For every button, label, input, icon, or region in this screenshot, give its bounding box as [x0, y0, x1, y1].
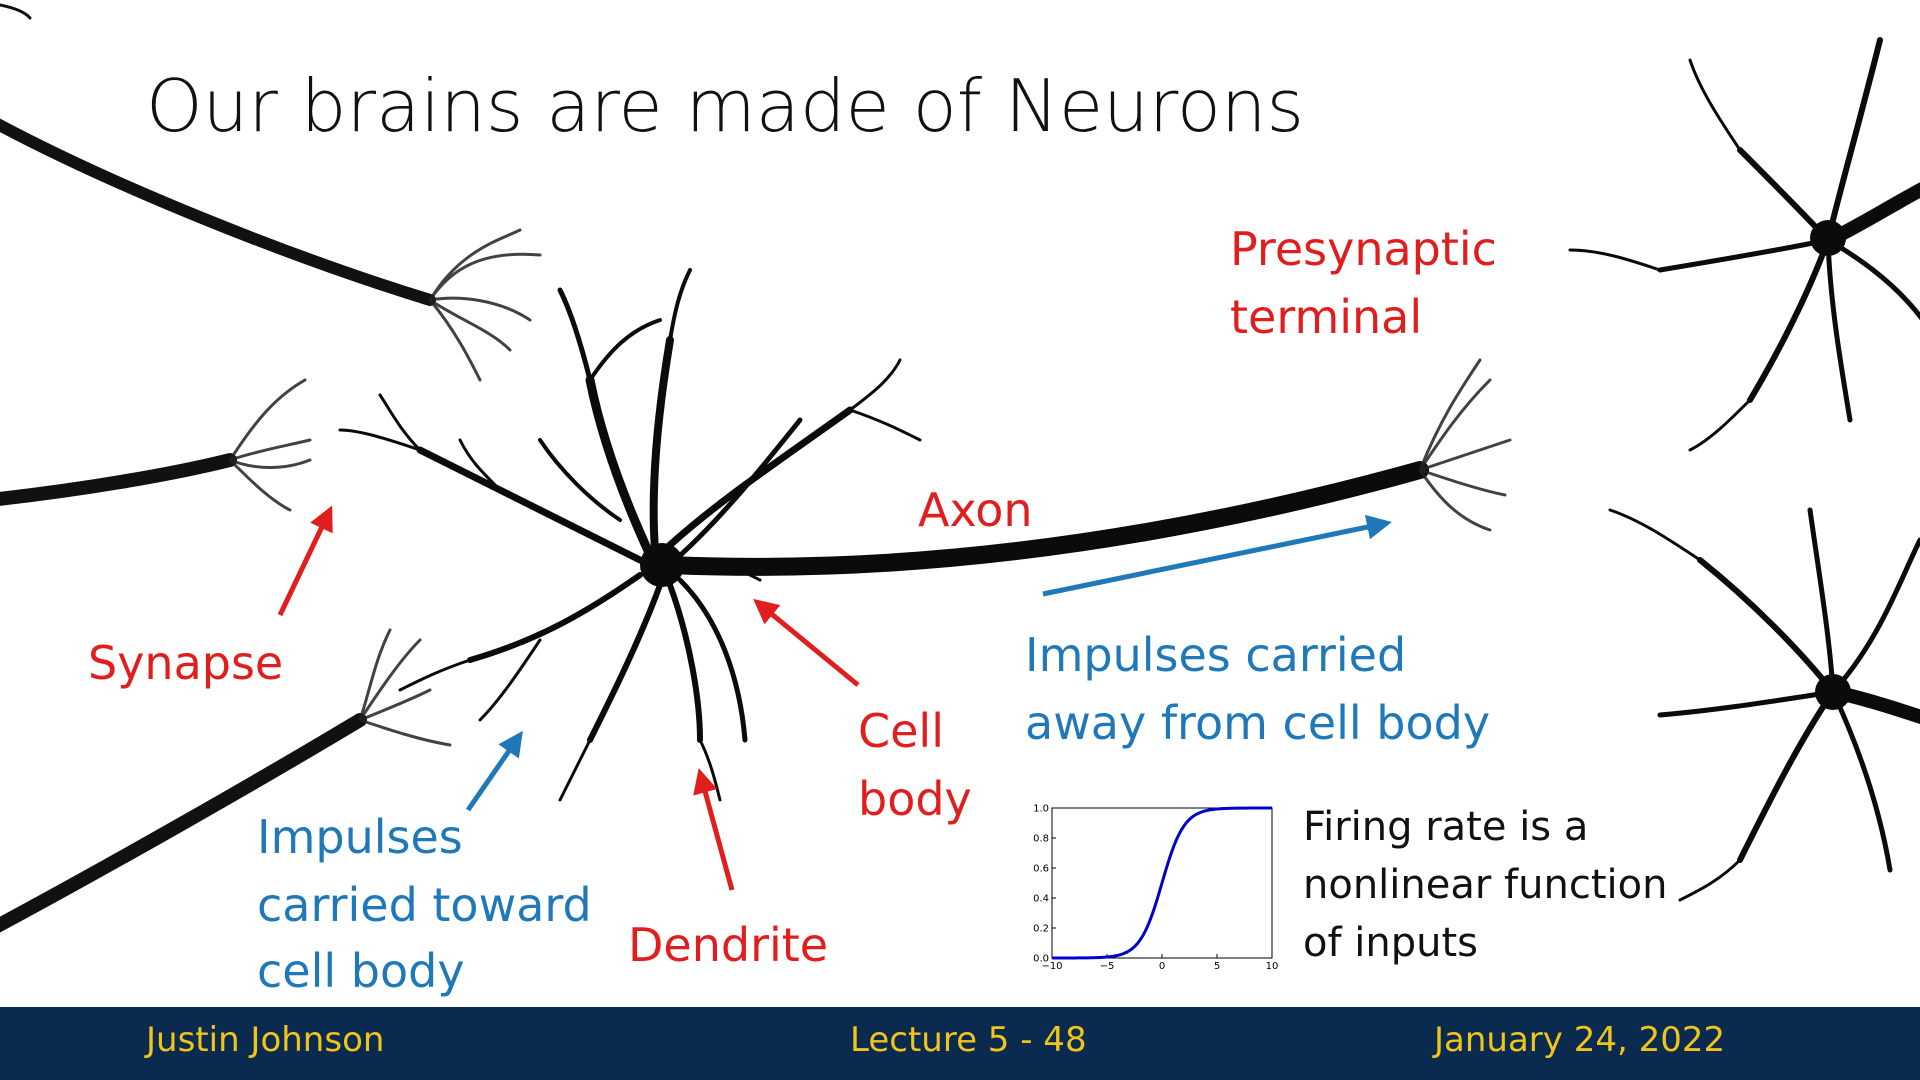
presynaptic-label-line1: Presynaptic — [1230, 222, 1497, 276]
x-tick-label: 0 — [1159, 961, 1165, 972]
dendrite-label: Dendrite — [628, 918, 829, 972]
x-tick-label: 5 — [1214, 961, 1220, 972]
presynaptic-label-line2: terminal — [1230, 290, 1423, 344]
axon-label: Axon — [918, 483, 1033, 537]
y-tick-label: 1.0 — [1033, 804, 1049, 815]
synapse-label: Synapse — [88, 636, 284, 690]
incoming-axons — [0, 3, 436, 933]
firing-rate-line1: Firing rate is a — [1303, 804, 1589, 850]
x-tick-label: 10 — [1266, 961, 1279, 972]
footer-author: Justin Johnson — [146, 1020, 385, 1060]
dendrite-arrow — [693, 768, 735, 891]
cell-body-label-line1: Cell — [858, 704, 944, 758]
firing-rate-line2: nonlinear function — [1303, 862, 1668, 908]
impulses-toward-line2: carried toward — [257, 878, 592, 932]
left-terminals — [228, 228, 542, 747]
impulses-away-line2: away from cell body — [1025, 696, 1491, 750]
x-tick-label: −10 — [1041, 961, 1062, 972]
footer-date: January 24, 2022 — [1434, 1020, 1726, 1060]
y-tick-label: 0.0 — [1033, 954, 1049, 965]
impulses-toward-line3: cell body — [257, 944, 465, 998]
impulses-away-line1: Impulses carried — [1025, 628, 1407, 682]
slide-title: Our brains are made of Neurons — [146, 64, 1305, 148]
y-tick-label: 0.8 — [1033, 834, 1049, 845]
impulses-toward-arrow — [465, 730, 523, 812]
footer-lecture: Lecture 5 - 48 — [850, 1020, 1087, 1060]
synapse-arrow — [277, 505, 333, 617]
right-neurons — [1568, 37, 1920, 902]
firing-rate-line3: of inputs — [1303, 920, 1478, 966]
axon-terminal — [1418, 358, 1512, 532]
y-tick-label: 0.2 — [1033, 924, 1049, 935]
footer-bar — [0, 1007, 1920, 1080]
sigmoid-curve — [1052, 806, 1272, 960]
cell-body-arrow — [753, 598, 860, 687]
central-neuron — [338, 268, 1429, 802]
y-tick-label: 0.4 — [1033, 894, 1049, 905]
sigmoid-plot: 0.0 0.2 0.4 0.6 0.8 1.0 −10 −5 0 5 10 — [1033, 804, 1279, 973]
x-tick-label: −5 — [1100, 961, 1115, 972]
impulses-away-arrow — [1042, 514, 1392, 597]
y-tick-label: 0.6 — [1033, 864, 1049, 875]
cell-body-label-line2: body — [858, 772, 972, 826]
impulses-toward-line1: Impulses — [257, 810, 463, 864]
